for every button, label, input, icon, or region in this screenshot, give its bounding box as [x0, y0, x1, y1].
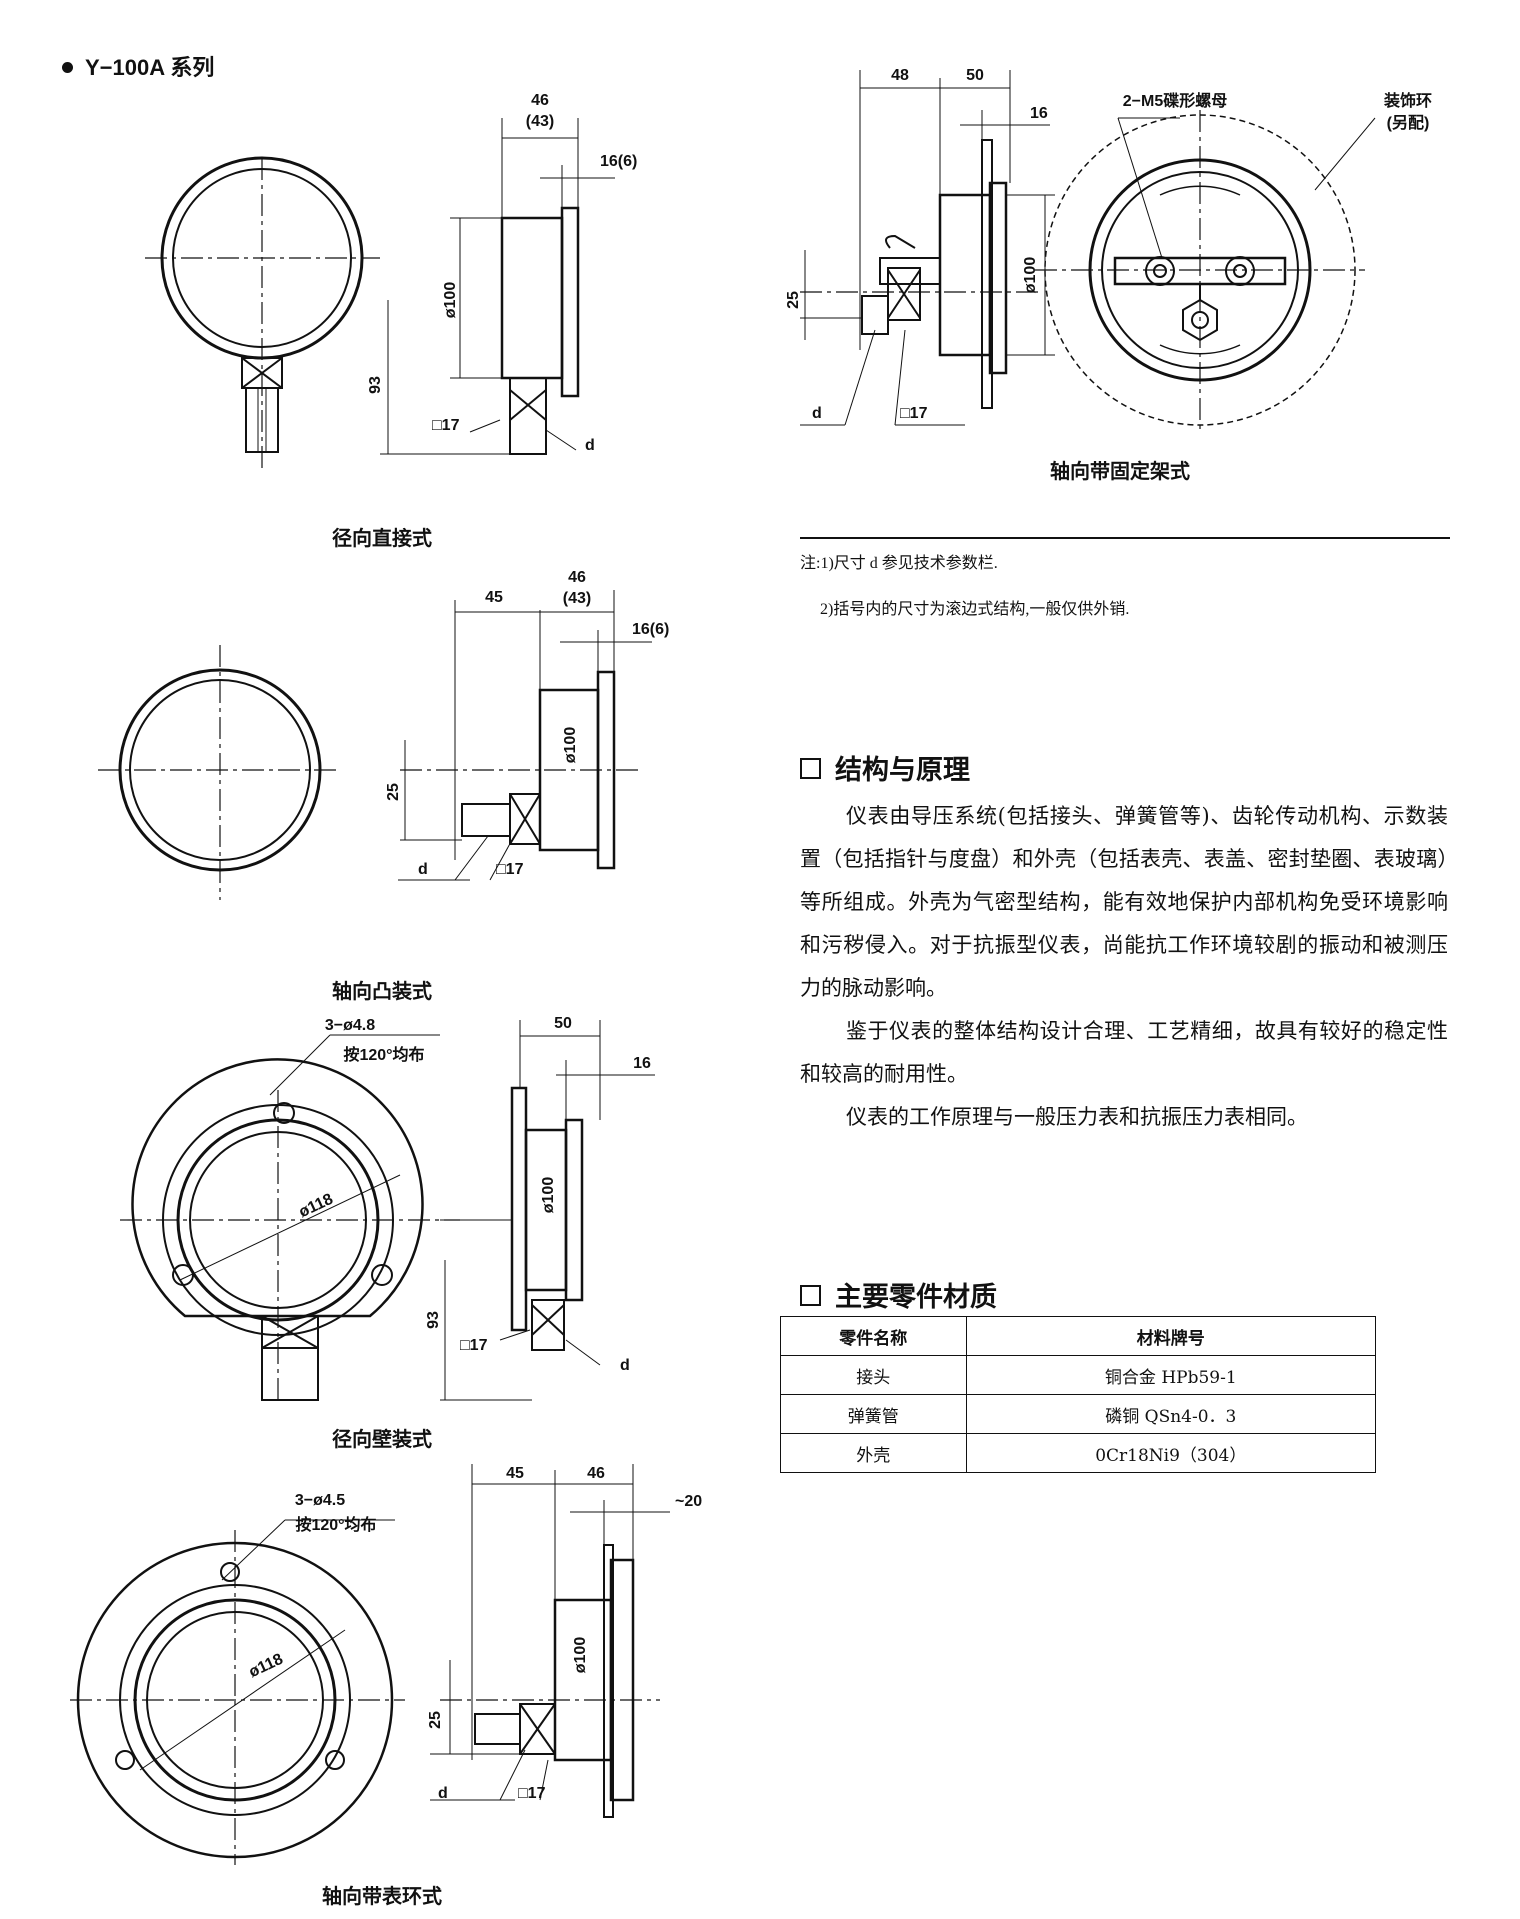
front-view	[98, 645, 340, 900]
dim-label: 按120°均布	[295, 1515, 376, 1534]
caption-axial-ring: 轴向带表环式	[322, 1886, 442, 1908]
table-header-row: 零件名称 材料牌号	[780, 1316, 1377, 1356]
caption-radial-direct: 径向直接式	[332, 528, 432, 550]
table-row: 接头 铜合金 HPb59-1	[780, 1355, 1377, 1395]
side-view	[440, 1020, 655, 1401]
materials-table: 零件名称 材料牌号 接头 铜合金 HPb59-1 弹簧管 磷铜 QSn4-0．3…	[780, 1316, 1377, 1473]
dim-label: 93	[367, 376, 384, 394]
table-cell: 接头	[780, 1355, 967, 1395]
column-header: 材料牌号	[965, 1316, 1377, 1356]
dim-label: 45	[506, 1465, 524, 1482]
dim-label: ~20	[675, 1493, 702, 1510]
dim-label: 3−ø4.5	[295, 1492, 345, 1509]
dim-label: ø100	[540, 1177, 557, 1214]
dim-label: 16	[1030, 105, 1048, 122]
materials-heading: 主要零件材质	[800, 1275, 997, 1314]
side-view	[430, 1464, 670, 1818]
front-view	[120, 1034, 460, 1401]
dim-label: ø100	[562, 727, 579, 764]
dim-label: 50	[554, 1015, 572, 1032]
side-view	[380, 118, 615, 455]
dim-label: 93	[425, 1311, 442, 1329]
dim-label: 16(6)	[600, 153, 637, 170]
front-view	[70, 1519, 405, 1865]
column-header: 零件名称	[780, 1316, 967, 1356]
rear-view	[1035, 110, 1376, 430]
caption-axial-bracket: 轴向带固定架式	[1050, 461, 1190, 483]
paragraph: 仪表的工作原理与一般压力表和抗振压力表相同。	[846, 1105, 1308, 1129]
structure-heading: 结构与原理	[800, 748, 970, 787]
note-2: 2)括号内的尺寸为滚边式结构,一般仅供外销.	[820, 601, 1130, 618]
paragraph: 鉴于仪表的整体结构设计合理、工艺精细，故具有较好的稳定性和较高的耐用性。	[800, 1019, 1448, 1086]
note-1: 注:1)尺寸 d 参见技术参数栏.	[800, 555, 998, 572]
dim-label: ø118	[296, 1191, 336, 1221]
bullet-icon	[62, 61, 73, 73]
notes: 注:1)尺寸 d 参见技术参数栏. 2)括号内的尺寸为滚边式结构,一般仅供外销.	[800, 537, 1450, 641]
dim-label: 46	[587, 1465, 605, 1482]
dim-label: (43)	[526, 113, 554, 130]
paragraph: 仪表由导压系统(包括接头、弹簧管等)、齿轮传动机构、示数装置（包括指针与度盘）和…	[800, 804, 1448, 1000]
caption-radial-wall: 径向壁装式	[332, 1429, 432, 1451]
drawing-axial-boss: 45 46 (43) 16(6) ø100 25 d □17	[98, 569, 669, 900]
dim-label: 3−ø4.8	[325, 1017, 375, 1034]
table-cell: 铜合金 HPb59-1	[965, 1355, 1377, 1395]
notes-rule	[800, 537, 1450, 539]
drawing-axial-ring: 3−ø4.5 按120°均布 ø118 45 46 ~20 ø100 25 d …	[70, 1464, 702, 1865]
dim-label: 2−M5碟形螺母	[1123, 91, 1227, 110]
caption-axial-boss: 轴向凸装式	[332, 981, 432, 1003]
dim-label: ø100	[1022, 257, 1039, 294]
table-cell: 0Cr18Ni9（304）	[965, 1433, 1377, 1473]
dim-label: 25	[385, 783, 402, 801]
dim-label: 46	[568, 569, 586, 586]
drawing-axial-bracket: 48 50 16 ø100 25 d □17 2−M5碟形螺母 装饰环 (另配)	[785, 67, 1432, 430]
side-view	[398, 590, 652, 881]
dim-label: □17	[496, 861, 524, 878]
front-view	[145, 156, 380, 470]
dim-label: 25	[427, 1711, 444, 1729]
drawing-radial-direct: 46 (43) 16(6) ø100 93 □17 d	[145, 92, 637, 470]
dim-label: 50	[966, 67, 984, 84]
dim-label: 45	[485, 589, 503, 606]
dim-label: 16	[633, 1055, 651, 1072]
table-row: 外壳 0Cr18Ni9（304）	[780, 1433, 1377, 1473]
dim-label: 46	[531, 92, 549, 109]
dim-label: 装饰环	[1383, 91, 1432, 110]
dim-label: d	[438, 1785, 448, 1802]
dim-label: 16(6)	[632, 621, 669, 638]
dim-label: □17	[518, 1785, 546, 1802]
checkbox-square-icon	[800, 1285, 821, 1306]
dim-label: (另配)	[1387, 114, 1430, 132]
dim-label: d	[620, 1357, 630, 1374]
dim-label: (43)	[563, 590, 591, 607]
series-title: Y−100A 系列	[62, 50, 214, 82]
dim-label: d	[585, 437, 595, 454]
table-cell: 弹簧管	[780, 1394, 967, 1434]
dim-label: 按120°均布	[343, 1045, 424, 1064]
checkbox-square-icon	[800, 758, 821, 779]
table-cell: 外壳	[780, 1433, 967, 1473]
dim-label: □17	[900, 405, 928, 422]
dim-label: d	[418, 861, 428, 878]
structure-body: 仪表由导压系统(包括接头、弹簧管等)、齿轮传动机构、示数装置（包括指针与度盘）和…	[800, 795, 1448, 1139]
dim-label: □17	[460, 1337, 488, 1354]
dim-label: d	[812, 405, 822, 422]
dim-label: ø100	[442, 282, 459, 319]
dim-label: □17	[432, 417, 460, 434]
table-row: 弹簧管 磷铜 QSn4-0．3	[780, 1394, 1377, 1434]
drawing-radial-wall: 3−ø4.8 按120°均布 ø118 50 16 ø100 93 □17 d	[120, 1015, 655, 1401]
dim-label: ø100	[572, 1637, 589, 1674]
dim-label: 25	[785, 291, 802, 309]
dim-label: 48	[891, 67, 909, 84]
table-cell: 磷铜 QSn4-0．3	[965, 1394, 1377, 1434]
dim-label: ø118	[246, 1651, 286, 1681]
side-view	[800, 70, 1055, 426]
